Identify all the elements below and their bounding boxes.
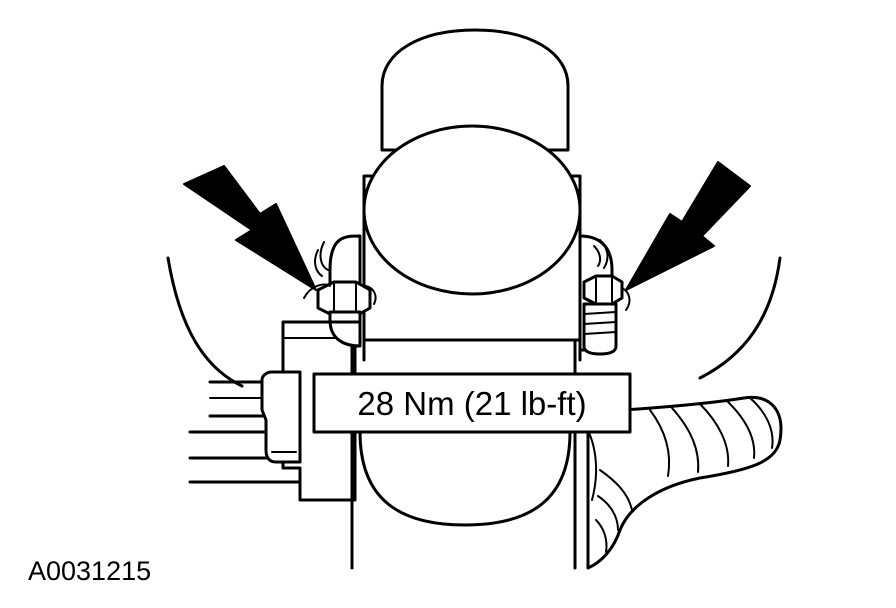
lower-pipe: [350, 328, 577, 570]
right-clamp-nut-arrow-icon: [625, 161, 751, 291]
front-pipe: [362, 124, 582, 362]
left-background-arc: [166, 256, 244, 388]
right-clamp-nut: [582, 274, 631, 356]
torque-label-box: 28 Nm (21 lb-ft): [312, 372, 632, 434]
rear-pipe: [380, 28, 570, 152]
figure-id: A0031215: [28, 556, 151, 586]
torque-spec-text: 28 Nm (21 lb-ft): [357, 385, 586, 422]
braided-hose: [586, 395, 783, 570]
left-clamp-nut: [303, 280, 377, 324]
right-background-arc: [698, 256, 782, 380]
left-clamp-nut-arrow-icon: [183, 165, 317, 291]
